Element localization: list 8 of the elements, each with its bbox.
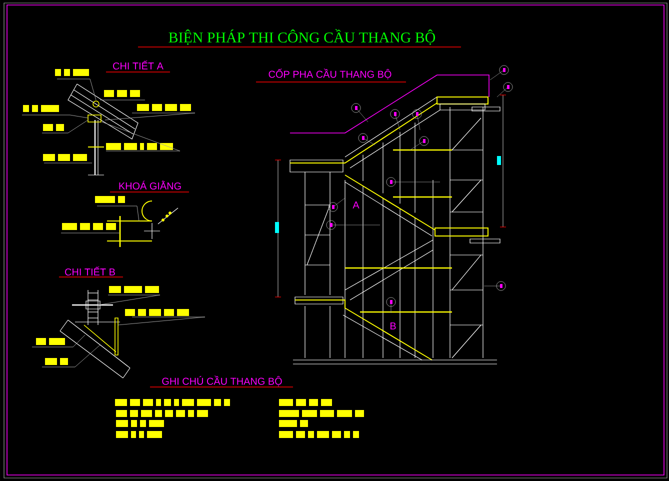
section-marker: B: [390, 322, 396, 330]
section-heading: CHI TIẾT B: [65, 266, 115, 276]
section-heading: CHI TIẾT A: [113, 60, 164, 70]
section-heading: GHI CHÚ CẦU THANG BỘ: [162, 376, 282, 386]
section-heading: CỐP PHA CẦU THANG BỘ: [268, 68, 392, 80]
section-heading: KHOÁ GIẰNG: [119, 180, 181, 190]
section-marker: A: [352, 202, 360, 208]
title: BIỆN PHÁP THI CÔNG CẦU THANG BỘ: [168, 29, 436, 45]
